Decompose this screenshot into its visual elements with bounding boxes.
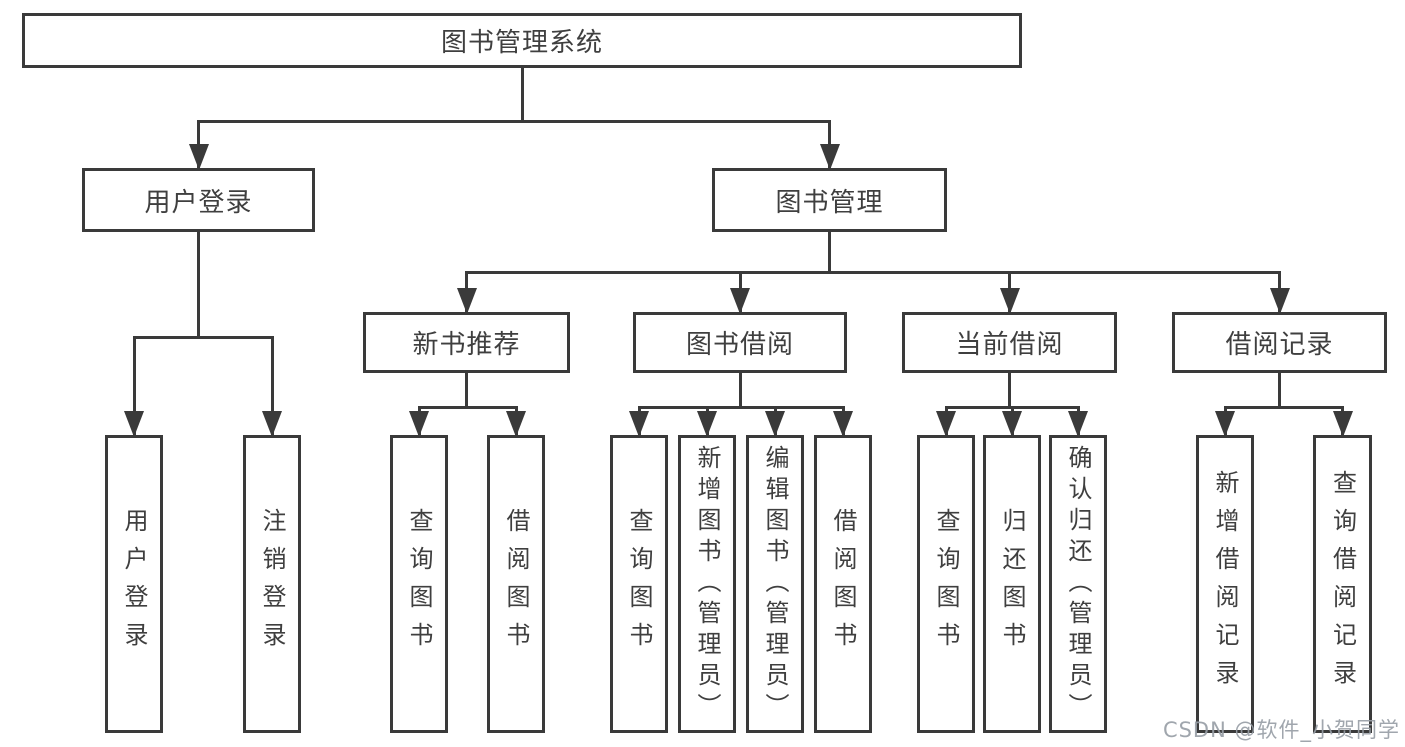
edge-stem-root [520,67,524,123]
edge-book-borrow-arrowhead-icon [730,288,750,314]
edge-book-mgmt-arrowhead-icon [819,144,840,170]
edge-bb-query-arrowhead-icon [629,411,649,437]
edge-cb-return-arrowhead-icon [1002,411,1022,437]
edge-bb-add-arrowhead-icon [697,411,717,437]
edge-bus-book-mgmt [465,271,1281,274]
node-bb-edit: 编辑图书（管理员） [746,435,804,733]
edge-user-login-leaf-arrowhead-icon [124,411,144,437]
edge-nbr-borrow-arrowhead-icon [506,411,526,437]
node-cb-query: 查询图书 [917,435,975,733]
edge-current-borrow-arrowhead-icon [999,288,1020,314]
edge-drop-logout [270,336,274,435]
edge-stem-new-book-rec [465,372,468,409]
edge-drop-user-login-leaf [132,336,136,435]
node-root: 图书管理系统 [22,13,1022,68]
edge-stem-current-borrow [1008,372,1011,409]
edge-borrow-records-arrowhead-icon [1269,288,1290,314]
edge-nbr-query-arrowhead-icon [409,411,429,437]
node-book-mgmt: 图书管理 [712,168,947,232]
watermark: CSDN @软件_小贺同学 [1162,718,1400,742]
edge-stem-book-mgmt [828,231,831,274]
edge-br-query-arrowhead-icon [1332,411,1353,437]
edge-bus-new-book-rec [417,406,518,409]
edge-bus-root [197,120,831,123]
node-bb-query: 查询图书 [610,435,668,733]
node-cb-return: 归还图书 [983,435,1041,733]
edge-bus-borrow-records [1223,406,1344,409]
node-book-borrow: 图书借阅 [633,312,847,373]
edge-br-add-arrowhead-icon [1215,411,1235,437]
edge-new-book-rec-arrowhead-icon [456,288,477,314]
edge-bb-borrow-arrowhead-icon [833,411,853,437]
node-borrow-records: 借阅记录 [1172,312,1387,373]
edge-bus-book-borrow [637,406,845,409]
edge-stem-book-borrow [738,372,742,409]
node-br-query: 查询借阅记录 [1313,435,1372,733]
edge-logout-arrowhead-icon [262,411,282,437]
node-br-add: 新增借阅记录 [1196,435,1254,733]
edge-cb-query-arrowhead-icon [936,411,956,437]
node-cb-confirm: 确认归还（管理员） [1049,435,1107,733]
edge-stem-user-login [197,231,200,339]
node-user-login: 用户登录 [82,168,315,232]
node-bb-borrow: 借阅图书 [814,435,872,733]
edge-bus-user-login [132,336,274,339]
node-current-borrow: 当前借阅 [902,312,1117,373]
node-logout: 注销登录 [243,435,301,733]
node-new-book-rec: 新书推荐 [363,312,570,373]
node-nbr-query: 查询图书 [390,435,448,733]
node-nbr-borrow: 借阅图书 [487,435,545,733]
edge-stem-borrow-records [1278,372,1281,409]
node-bb-add: 新增图书（管理员） [678,435,736,733]
edge-cb-confirm-arrowhead-icon [1068,411,1088,437]
edge-user-login-arrowhead-icon [188,144,209,170]
node-user-login-leaf: 用户登录 [105,435,163,733]
edge-bb-edit-arrowhead-icon [765,411,785,437]
